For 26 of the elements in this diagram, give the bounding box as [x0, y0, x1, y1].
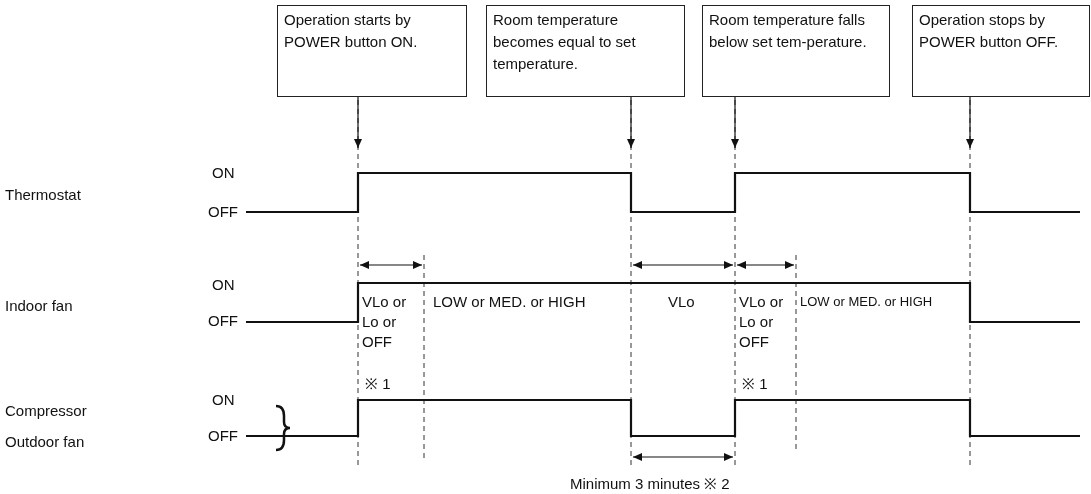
row-label: Indoor fan [5, 297, 73, 315]
arrow [731, 96, 739, 149]
note-mark: ※ 1 [742, 375, 768, 393]
state-label: OFF [208, 312, 238, 330]
state-label: OFF [208, 203, 238, 221]
arrow [966, 96, 974, 149]
event-box: Operation starts by POWER button ON. [277, 5, 467, 97]
state-label: ON [212, 276, 235, 294]
row-label: Outdoor fan [5, 433, 85, 451]
event-box: Room temperature becomes equal to set temperature. [486, 5, 685, 97]
note-text: Minimum 3 minutes ※ 2 [570, 475, 730, 493]
fan-speed-text: VLo or Lo or OFF [739, 292, 785, 352]
state-label: OFF [208, 427, 238, 445]
state-label: ON [212, 164, 235, 182]
fan-speed-text: LOW or MED. or HIGH [800, 293, 933, 311]
arrow [627, 96, 635, 149]
note-mark: ※ 1 [365, 375, 391, 393]
fan-speed-text: VLo [668, 293, 695, 311]
fan-speed-text: LOW or MED. or HIGH [433, 293, 586, 311]
event-box: Room temperature falls below set tem-perature. [702, 5, 890, 97]
state-label: ON [212, 391, 235, 409]
arrow [354, 96, 362, 149]
fan-speed-text: VLo or Lo or OFF [362, 292, 408, 352]
event-box: Operation stops by POWER button OFF. [912, 5, 1090, 97]
row-label: Thermostat [5, 186, 81, 204]
row-label: Compressor [5, 402, 87, 420]
